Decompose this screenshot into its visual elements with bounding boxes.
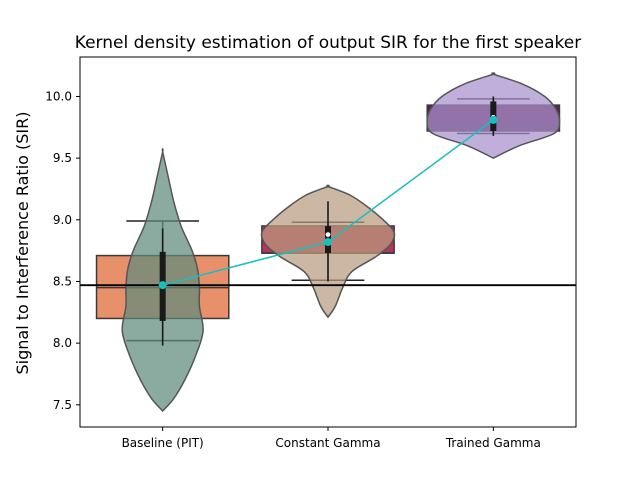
chart-title: Kernel density estimation of output SIR … (75, 33, 581, 53)
y-tick-label: 7.5 (53, 398, 72, 412)
x-tick-label: Constant Gamma (275, 436, 380, 450)
y-tick-label: 8.5 (53, 274, 72, 288)
y-tick-label: 8.0 (53, 336, 72, 350)
y-tick-label: 10.0 (45, 89, 72, 103)
mean-point-1 (324, 238, 332, 246)
x-tick-label: Trained Gamma (445, 436, 541, 450)
y-axis-label: Signal to Interference Ratio (SIR) (13, 112, 32, 375)
y-tick-label: 9.5 (53, 151, 72, 165)
mean-point-2 (489, 115, 498, 124)
mean-point-0 (158, 281, 167, 290)
plot-layer (80, 72, 576, 413)
y-tick-label: 9.0 (53, 213, 72, 227)
violin-median-dot-1 (325, 232, 331, 238)
x-tick-label: Baseline (PIT) (122, 436, 204, 450)
